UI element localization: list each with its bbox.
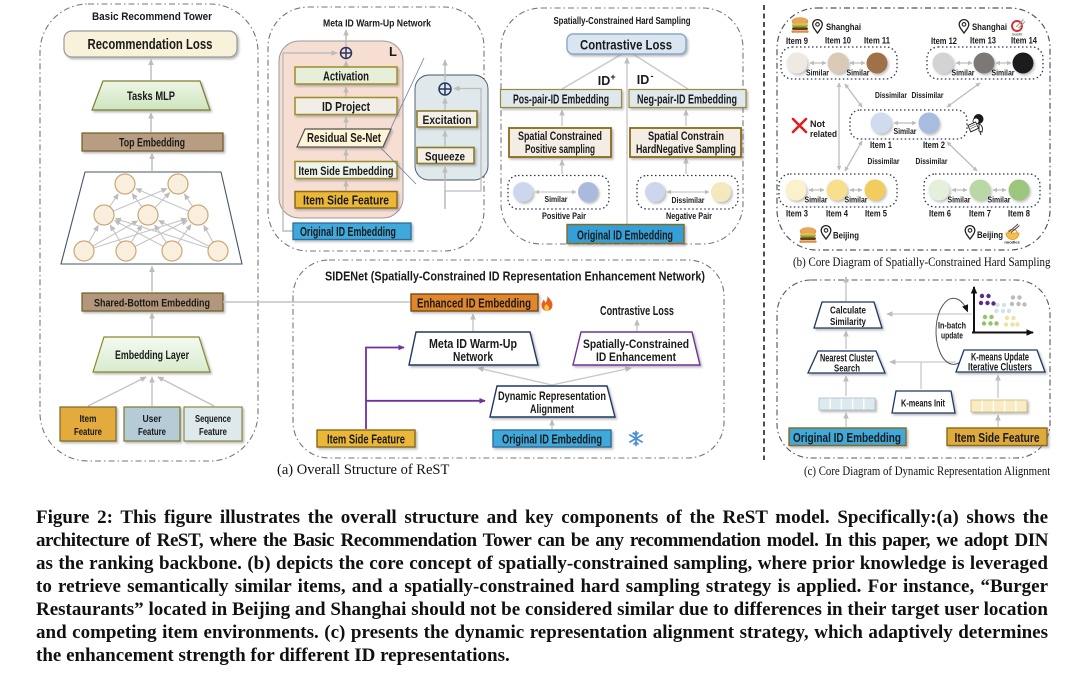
svg-text:Item 1: Item 1 — [870, 140, 892, 150]
svg-text:Original ID Embedding: Original ID Embedding — [577, 228, 673, 243]
svg-text:Dissimilar: Dissimilar — [916, 156, 949, 166]
svg-text:Dissimilar: Dissimilar — [875, 90, 908, 100]
svg-text:K-means Init: K-means Init — [901, 398, 945, 410]
svg-text:Network: Network — [453, 350, 493, 364]
svg-text:User: User — [143, 413, 162, 425]
svg-text:Meta ID Warm-Up: Meta ID Warm-Up — [429, 337, 517, 351]
svg-text:Meta ID Warm-Up Network: Meta ID Warm-Up Network — [323, 18, 431, 30]
svg-text:Not: Not — [810, 119, 825, 129]
svg-text:Dissimilar: Dissimilar — [912, 90, 945, 100]
svg-text:Similar: Similar — [988, 196, 1011, 205]
svg-text:Item 11: Item 11 — [864, 36, 890, 46]
svg-text:Similar: Similar — [845, 196, 868, 205]
svg-text:Dynamic Representation: Dynamic Representation — [498, 389, 606, 403]
svg-text:Item 7: Item 7 — [969, 209, 991, 219]
svg-text:Item 6: Item 6 — [929, 209, 951, 219]
svg-text:Feature: Feature — [74, 426, 102, 438]
svg-text:Item 5: Item 5 — [865, 209, 887, 219]
svg-text:+: + — [610, 72, 615, 82]
svg-text:Dissimilar: Dissimilar — [868, 156, 901, 166]
svg-text:Item 13: Item 13 — [970, 36, 996, 46]
svg-text:Feature: Feature — [199, 426, 227, 438]
svg-text:Spatially-Constrained Hard Sam: Spatially-Constrained Hard Sampling — [554, 16, 691, 27]
svg-text:Item 10: Item 10 — [825, 36, 851, 46]
svg-text:Recommendation Loss: Recommendation Loss — [88, 36, 213, 53]
svg-text:Alignment: Alignment — [530, 402, 574, 416]
svg-text:Residual Se-Net: Residual Se-Net — [307, 131, 382, 145]
svg-text:Squeeze: Squeeze — [425, 150, 465, 164]
svg-text:Similarity: Similarity — [830, 316, 866, 328]
svg-text:Spatially-Constrained: Spatially-Constrained — [583, 337, 689, 351]
svg-text:Item 3: Item 3 — [786, 209, 808, 219]
svg-text:Contrastive Loss: Contrastive Loss — [600, 304, 674, 318]
svg-text:Similar: Similar — [847, 69, 870, 78]
svg-text:Neg-pair-ID Embedding: Neg-pair-ID Embedding — [637, 93, 737, 107]
svg-text:Spatial Constrained: Spatial Constrained — [518, 131, 602, 143]
svg-text:Iterative Clusters: Iterative Clusters — [968, 362, 1032, 374]
svg-text:K-means Update: K-means Update — [971, 352, 1029, 364]
svg-text:Similar: Similar — [545, 195, 568, 204]
svg-text:In-batch: In-batch — [938, 321, 966, 331]
svg-text:ID: ID — [598, 74, 611, 88]
svg-text:Item Side Feature: Item Side Feature — [303, 194, 389, 208]
svg-text:SIDENet (Spatially-Constraine: SIDENet (Spatially-Constrained ID Repres… — [325, 269, 705, 284]
svg-text:Similar: Similar — [992, 69, 1015, 78]
svg-text:related: related — [810, 129, 837, 139]
svg-text:Contrastive Loss: Contrastive Loss — [580, 37, 672, 53]
svg-text:Enhanced ID Embedding: Enhanced ID Embedding — [417, 297, 531, 311]
svg-text:Shanghai: Shanghai — [826, 22, 861, 33]
svg-text:update: update — [941, 331, 963, 341]
svg-text:Similar: Similar — [894, 127, 917, 136]
svg-text:Basic Recommend Tower: Basic Recommend Tower — [92, 11, 213, 23]
svg-text:-: - — [651, 71, 654, 81]
svg-text:Positive Pair: Positive Pair — [542, 211, 586, 222]
svg-text:Item Side Feature: Item Side Feature — [327, 433, 405, 447]
svg-text:Embedding Layer: Embedding Layer — [115, 348, 189, 362]
svg-text:Top Embedding: Top Embedding — [119, 136, 185, 150]
svg-text:Beijing: Beijing — [977, 230, 1003, 241]
svg-text:Shanghai: Shanghai — [972, 22, 1007, 33]
svg-text:Item 9: Item 9 — [786, 36, 808, 46]
svg-text:Calculate: Calculate — [830, 305, 866, 317]
svg-text:Item 8: Item 8 — [1008, 209, 1030, 219]
svg-text:Similar: Similar — [806, 69, 829, 78]
svg-text:Similar: Similar — [952, 69, 975, 78]
svg-text:noodles: noodles — [1004, 240, 1020, 245]
svg-text:Excitation: Excitation — [423, 113, 472, 127]
svg-text:Item 4: Item 4 — [826, 209, 848, 219]
svg-text:Item 14: Item 14 — [1011, 36, 1037, 46]
svg-text:Similar: Similar — [805, 196, 828, 205]
svg-text:Search: Search — [834, 363, 860, 375]
svg-text:L: L — [389, 44, 397, 59]
svg-text:Pos-pair-ID Embedding: Pos-pair-ID Embedding — [513, 93, 609, 107]
svg-text:Nearest Cluster: Nearest Cluster — [820, 353, 874, 365]
svg-text:Negative Pair: Negative Pair — [666, 211, 712, 222]
svg-text:Beijing: Beijing — [833, 231, 859, 242]
svg-text:ID Project: ID Project — [322, 100, 371, 114]
svg-text:Item Side Embedding: Item Side Embedding — [299, 164, 394, 178]
svg-text:Positive sampling: Positive sampling — [525, 144, 595, 156]
svg-text:Item 2: Item 2 — [923, 140, 945, 150]
svg-text:Tasks MLP: Tasks MLP — [127, 89, 175, 103]
svg-text:Sequence: Sequence — [195, 413, 231, 425]
svg-text:Original ID Embedding: Original ID Embedding — [793, 430, 901, 445]
svg-text:Item: Item — [80, 413, 97, 425]
svg-text:Sushi: Sushi — [1012, 32, 1022, 37]
svg-text:Original ID Embedding: Original ID Embedding — [300, 225, 396, 239]
svg-text:Shared-Bottom Embedding: Shared-Bottom Embedding — [94, 298, 210, 310]
svg-text:Item 12: Item 12 — [931, 36, 957, 46]
svg-text:HardNegative Sampling: HardNegative Sampling — [636, 144, 736, 156]
svg-text:Similar: Similar — [948, 196, 971, 205]
svg-text:ID Enhancement: ID Enhancement — [596, 350, 676, 364]
svg-text:Dissimilar: Dissimilar — [672, 196, 705, 205]
svg-text:Feature: Feature — [138, 426, 166, 438]
svg-text:Activation: Activation — [323, 70, 369, 84]
svg-text:ID: ID — [637, 73, 650, 87]
svg-text:Item Side Feature: Item Side Feature — [955, 430, 1040, 445]
svg-text:Original ID Embedding: Original ID Embedding — [502, 433, 602, 447]
svg-text:Spatial Constrain: Spatial Constrain — [648, 131, 724, 143]
